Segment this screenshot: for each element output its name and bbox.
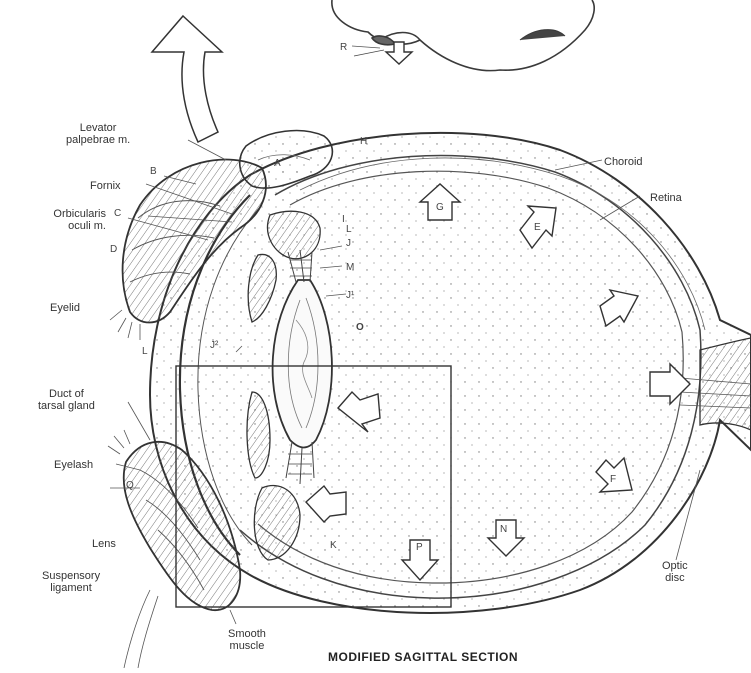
label-optic-line2: disc [662, 572, 688, 584]
letter-a: A [274, 158, 281, 170]
label-levator-line1: Levator [66, 122, 130, 134]
letter-f: F [610, 474, 616, 486]
label-levator-line2: palpebrae m. [66, 134, 130, 146]
letter-j: J [346, 238, 351, 250]
label-retina: Retina [650, 192, 682, 204]
label-eyelash: Eyelash [54, 459, 93, 471]
letter-h: H [360, 136, 367, 148]
letter-i: I [342, 214, 345, 226]
label-suspensory: Suspensory ligament [42, 570, 100, 594]
letter-g: G [436, 202, 444, 214]
letter-l2: L [142, 346, 148, 358]
label-suspensory-line2: ligament [42, 582, 100, 594]
letter-k: K [330, 540, 337, 552]
letter-r: R [340, 42, 347, 54]
label-orbicularis: Orbicularis oculi m. [8, 208, 106, 232]
label-suspensory-line1: Suspensory [42, 570, 100, 582]
label-eyelid: Eyelid [50, 302, 80, 314]
letter-q: Q [126, 480, 134, 492]
letter-m: M [346, 262, 354, 274]
label-levator: Levator palpebrae m. [66, 122, 130, 146]
label-optic: Optic disc [662, 560, 688, 584]
label-duct-line2: tarsal gland [38, 400, 95, 412]
diagram-title: MODIFIED SAGITTAL SECTION [328, 650, 518, 664]
label-fornix: Fornix [90, 180, 121, 192]
letter-c: C [114, 208, 121, 220]
nose-drawing [332, 0, 594, 71]
label-smooth: Smooth muscle [228, 628, 266, 652]
label-optic-line1: Optic [662, 560, 688, 572]
optic-nerve [700, 338, 751, 430]
arrow-up-icon [152, 16, 222, 142]
letter-j2: J² [210, 340, 218, 352]
label-choroid: Choroid [604, 156, 643, 168]
label-duct-line1: Duct of [38, 388, 95, 400]
letter-p: P [416, 542, 423, 554]
letter-l: L [346, 224, 352, 236]
label-smooth-line2: muscle [228, 640, 266, 652]
letter-o: O [356, 322, 364, 334]
label-orbicularis-line2: oculi m. [8, 220, 106, 232]
label-duct: Duct of tarsal gland [38, 388, 95, 412]
letter-b: B [150, 166, 157, 178]
letter-j1: J¹ [346, 290, 354, 302]
label-orbicularis-line1: Orbicularis [8, 208, 106, 220]
letter-e: E [534, 222, 541, 234]
label-lens: Lens [92, 538, 116, 550]
letter-n: N [500, 524, 507, 536]
label-smooth-line1: Smooth [228, 628, 266, 640]
letter-d: D [110, 244, 117, 256]
